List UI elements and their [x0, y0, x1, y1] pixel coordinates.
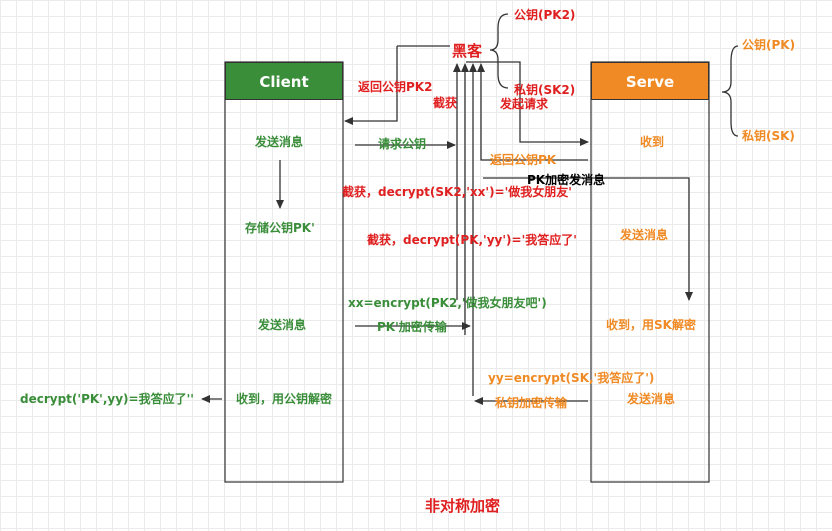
hacker-pk2: 公钥(PK2) [514, 8, 576, 22]
serve-lifeline [590, 61, 710, 483]
serve-pk: 公钥(PK) [742, 38, 796, 52]
client-send-1: 发送消息 [255, 135, 304, 149]
intercept-note-1: 截获，decrypt(SK2,'xx')='做我女朋友' [342, 185, 572, 199]
encrypt-xx-note: xx=encrypt(PK2,'做我女朋友吧') [348, 296, 547, 310]
client-store-pk: 存储公钥PK' [245, 221, 315, 235]
decrypt-result-note: decrypt('PK',yy)=我答应了'' [20, 392, 194, 406]
diagram-title: 非对称加密 [425, 497, 501, 515]
serve-receive-2: 收到，用SK解密 [606, 318, 696, 332]
client-lifeline [224, 61, 344, 483]
intercept-label: 截获 [433, 96, 458, 110]
serve-header: Serve [591, 62, 709, 100]
pk-transfer-label: PK'加密传输 [377, 320, 447, 334]
hacker-sk2: 私钥(SK2) [514, 83, 576, 97]
intercept-note-2: 截获，decrypt(PK,'yy')='我答应了' [367, 233, 577, 247]
hacker-key-brace [489, 13, 509, 89]
client-header: Client [225, 62, 343, 100]
pk-encrypt-send-label: PK加密发消息 [527, 173, 606, 187]
serve-receive-1: 收到 [640, 135, 665, 149]
sk-transfer-label: 私钥加密传输 [495, 396, 568, 410]
client-receive: 收到，用公钥解密 [236, 392, 333, 406]
pk-encrypt-send-arrow [483, 177, 693, 301]
serve-send-1: 发送消息 [620, 228, 669, 242]
serve-key-brace [721, 45, 739, 137]
initiate-request-label: 发起请求 [500, 97, 549, 111]
return-pk-arrow [477, 63, 588, 161]
client-send-2: 发送消息 [258, 318, 307, 332]
initiate-request-arrow [466, 61, 589, 146]
return-pk2-label: 返回公钥PK2 [358, 80, 433, 94]
return-pk-label: 返回公钥PK [490, 153, 557, 167]
encrypt-yy-note: yy=encrypt(SK,'我答应了') [488, 371, 655, 385]
serve-send-2: 发送消息 [627, 392, 676, 406]
serve-sk: 私钥(SK) [742, 129, 795, 143]
return-pk2-arrow [344, 46, 398, 125]
request-pk-label: 请求公钥 [378, 137, 427, 151]
hacker-title: 黑客 [452, 42, 483, 60]
